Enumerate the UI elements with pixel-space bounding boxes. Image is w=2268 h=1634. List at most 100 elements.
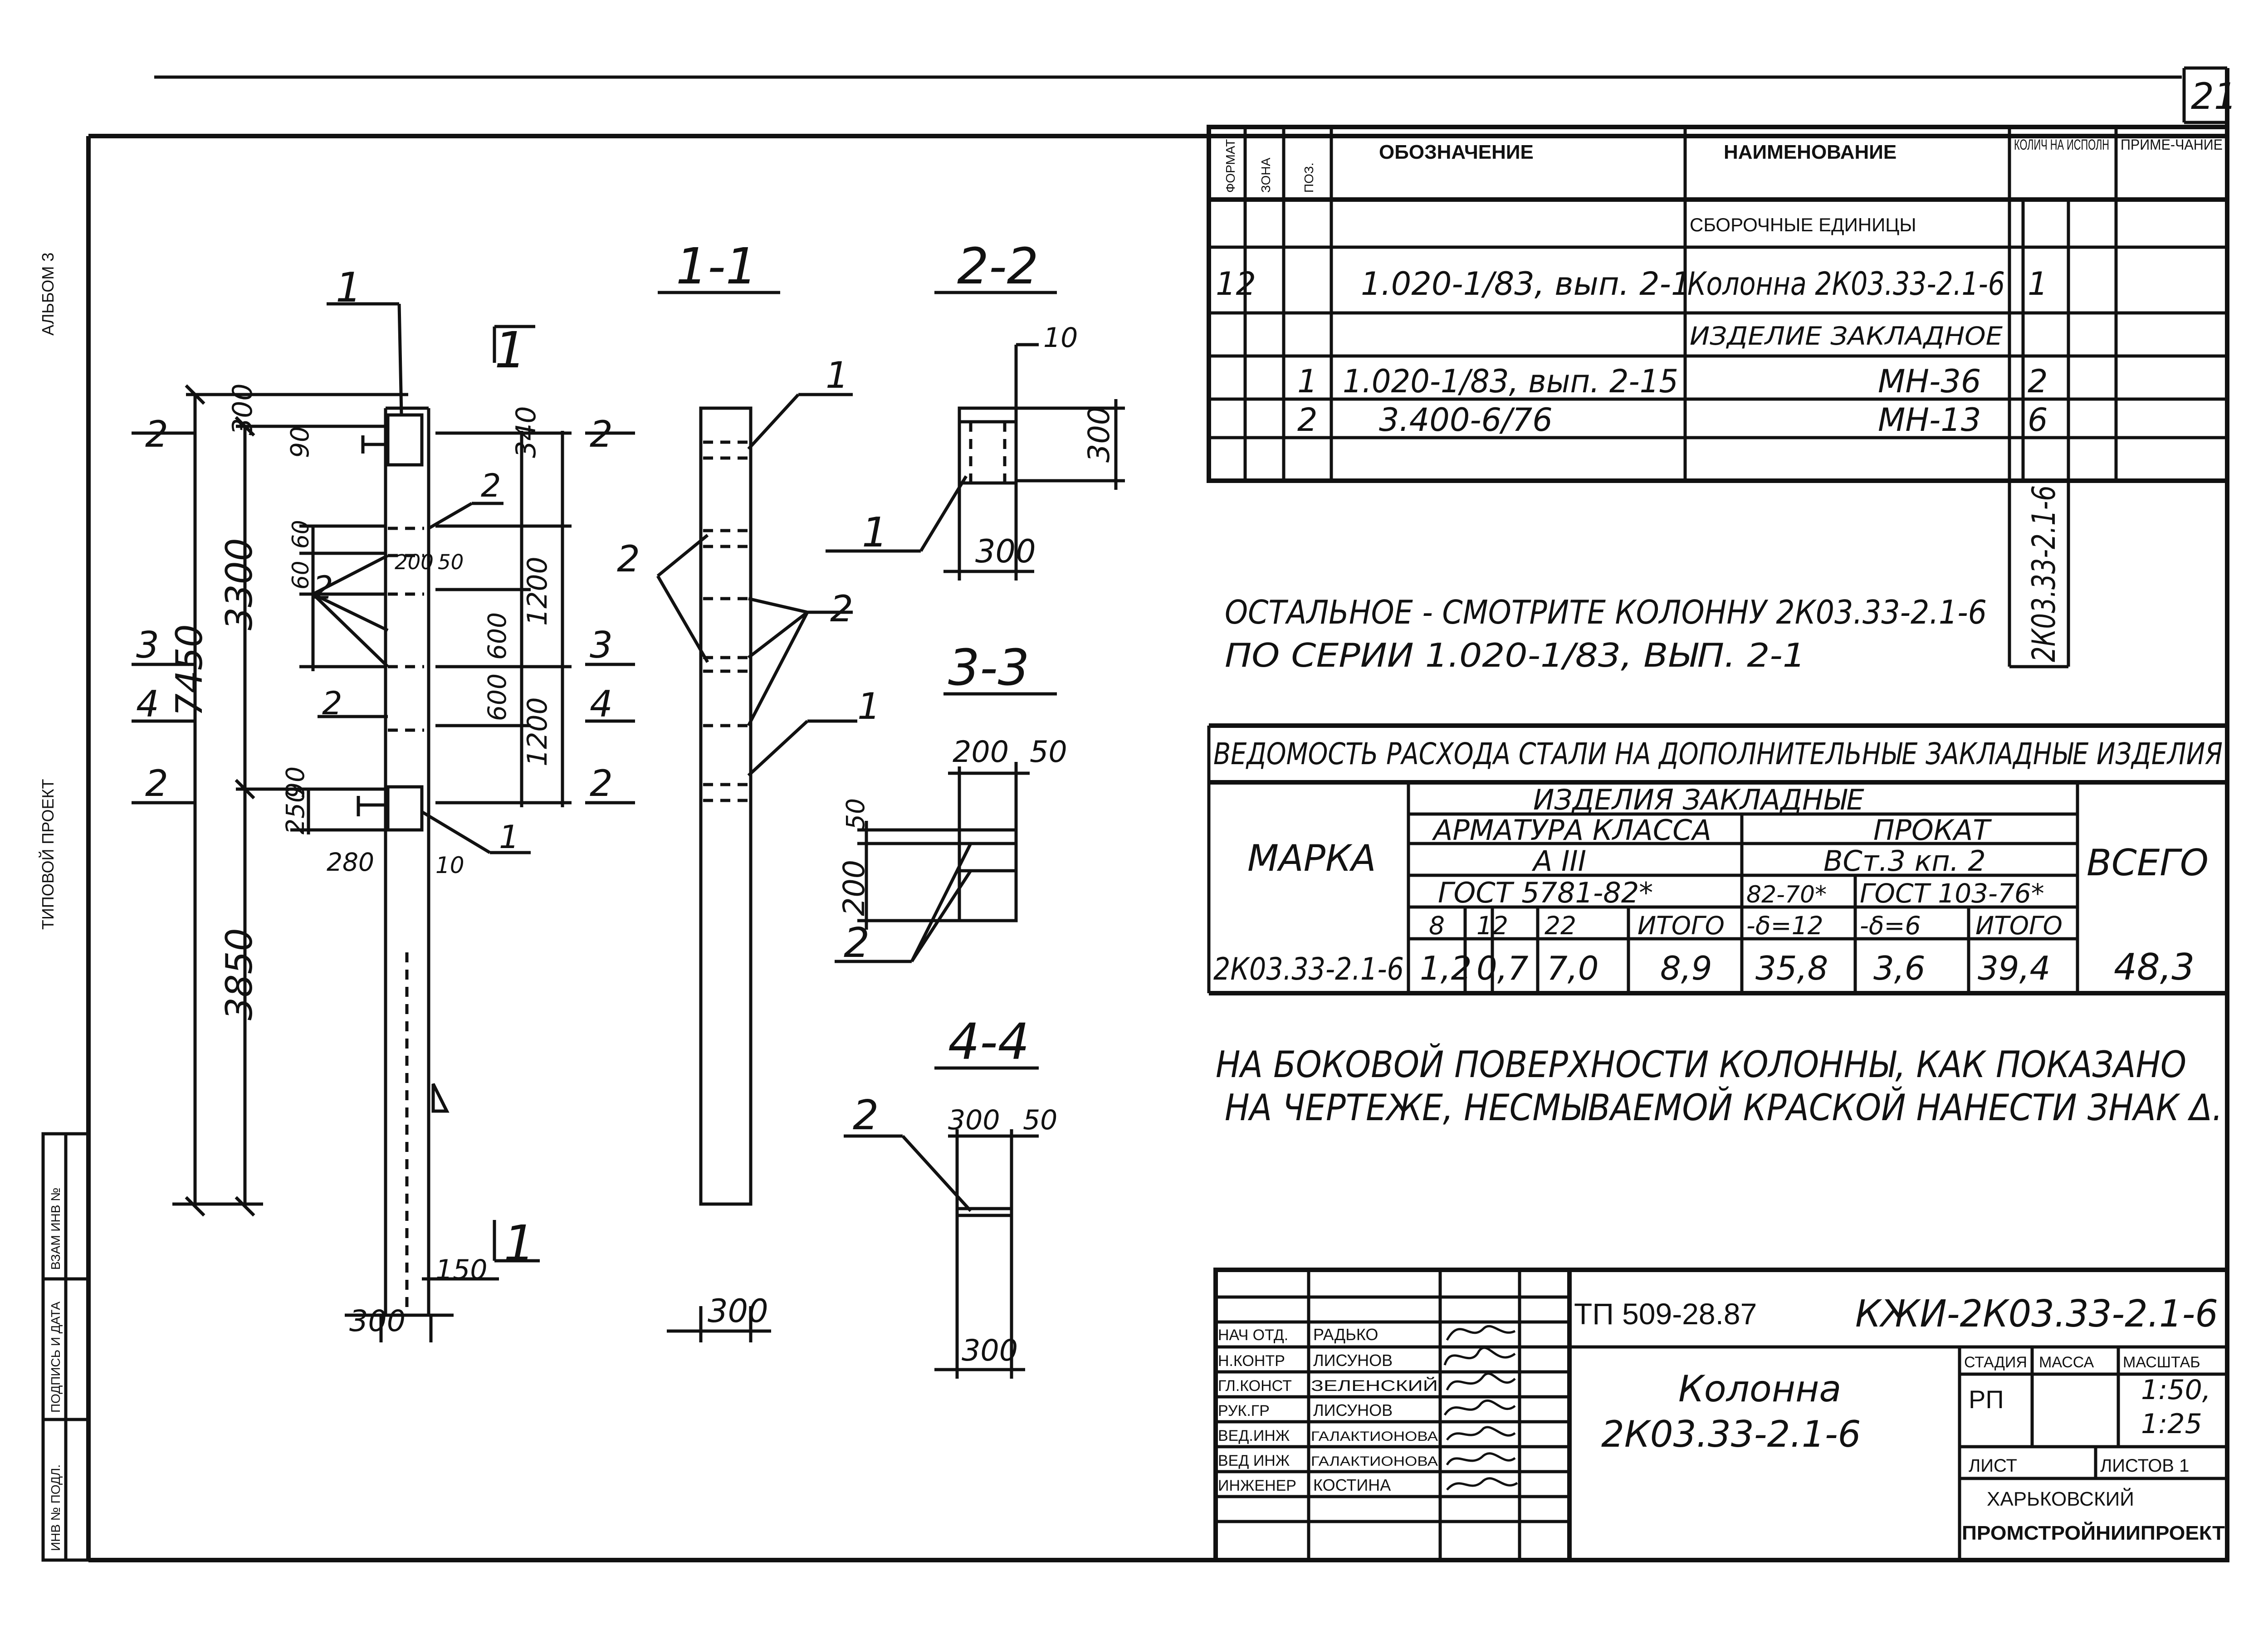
steel-sub-total2: ИТОГО <box>1975 911 2063 940</box>
cut-1-top: 1 <box>494 321 526 379</box>
section-3-3 <box>835 692 1057 963</box>
s33-dim-200: 200 <box>953 735 1009 769</box>
s22-callout-1: 1 <box>862 509 888 556</box>
tb-org-2: ПРОМСТРОЙНИИПРОЕКТ <box>1962 1521 2225 1544</box>
side-stamp <box>41 1132 90 1562</box>
cut-2-right-a: 2 <box>590 413 613 455</box>
steel-sub-8: 8 <box>1429 911 1445 940</box>
steel-rolled-gost2: ГОСТ 103-76* <box>1860 878 2044 909</box>
spec-r3-qty: 2 <box>2028 363 2048 400</box>
s11-callout-1b: 1 <box>857 685 880 727</box>
steel-row-total1: 8,9 <box>1660 949 1712 987</box>
tb-role-2: ГЛ.КОНСТ <box>1218 1377 1292 1395</box>
callout-2-left: 2 <box>313 569 333 606</box>
s22-dim-10: 10 <box>1043 322 1078 354</box>
tb-name-4: ГАЛАКТИОНОВА <box>1311 1429 1438 1444</box>
dim-250: 250 <box>281 787 310 834</box>
signatures <box>1443 1325 1518 1491</box>
tb-scale-2: 1:25 <box>2141 1408 2202 1440</box>
steel-rebar-header: АРМАТУРА КЛАССА <box>1432 814 1711 847</box>
tb-role-5: ВЕД ИНЖ <box>1218 1452 1290 1469</box>
spec-r3-pos: 1 <box>1297 363 1318 400</box>
dim-60-a: 60 <box>288 520 314 549</box>
s11-callout-1a: 1 <box>826 354 849 396</box>
s33-callout-2: 2 <box>844 919 870 967</box>
tb-name-0: РАДЬКО <box>1313 1325 1378 1344</box>
callout-2-mid: 2 <box>481 467 501 504</box>
tb-role-6: ИНЖЕНЕР <box>1218 1477 1296 1494</box>
steel-row-mark: 2К03.33-2.1-6 <box>1213 951 1404 987</box>
dim-280: 280 <box>327 848 374 877</box>
spec-r3-designation: 1.020-1/83, вып. 2-15 <box>1343 363 1678 400</box>
steel-title: ВЕДОМОСТЬ РАСХОДА СТАЛИ НА ДОПОЛНИТЕЛЬНЫ… <box>1213 737 2223 771</box>
steel-row-d12: 35,8 <box>1755 949 1828 987</box>
tb-name-2: ЗЕЛЕНСКИЙ <box>1311 1377 1438 1395</box>
steel-rolled-gost1: 82-70* <box>1746 881 1827 908</box>
cut-2-right-b: 2 <box>590 762 613 805</box>
steel-sub-d12: -δ=12 <box>1746 911 1823 940</box>
tb-name-6: КОСТИНА <box>1313 1476 1391 1494</box>
cut-4-right: 4 <box>590 683 613 725</box>
spec-r1-name: Колонна 2К03.33-2.1-6 <box>1687 265 2005 302</box>
s11-dim-300: 300 <box>708 1293 768 1330</box>
dim-340: 340 <box>510 406 542 458</box>
tb-stage: РП <box>1969 1385 2004 1414</box>
steel-row-d6: 3,6 <box>1873 949 1926 987</box>
spec-r2-name: ИЗДЕЛИЕ ЗАКЛАДНОЕ <box>1690 322 2003 351</box>
dim-60-b: 60 <box>288 561 314 590</box>
note1-line2: ПО СЕРИИ 1.020-1/83, ВЫП. 2-1 <box>1225 636 1805 674</box>
section-1-1-title: 1-1 <box>676 237 758 295</box>
tb-name-3: ЛИСУНОВ <box>1313 1401 1393 1419</box>
section-1-1 <box>656 291 857 1342</box>
cut-2-left-b: 2 <box>145 762 168 805</box>
s11-callout-2b: 2 <box>830 588 853 630</box>
spec-r1-format: 12 <box>1216 265 1256 302</box>
cut-2-left-a: 2 <box>145 413 168 455</box>
tb-doc-code: КЖИ-2К03.33-2.1-6 <box>1855 1293 2218 1336</box>
spec-h-name: НАИМЕНОВАНИЕ <box>1724 141 1897 163</box>
dim-90-top: 90 <box>285 426 314 458</box>
s33-dim-50: 50 <box>1030 735 1067 769</box>
spec-r4-designation: 3.400-6/76 <box>1379 401 1553 439</box>
steel-row-v12: 0,7 <box>1476 949 1529 987</box>
tb-scale-header: МАСШТАБ <box>2123 1354 2200 1371</box>
s44-callout-2: 2 <box>853 1092 879 1139</box>
cut-3-right: 3 <box>590 624 613 666</box>
tb-staff: НАЧ ОТД. РАДЬКО Н.КОНТР ЛИСУНОВ ГЛ.КОНСТ… <box>1218 1325 1438 1494</box>
s11-callout-2a: 2 <box>617 538 640 580</box>
tb-stage-header: СТАДИЯ <box>1964 1354 2027 1371</box>
dim-1200-a: 1200 <box>522 556 553 626</box>
note2-line2: НА ЧЕРТЕЖЕ, НЕСМЫВАЕМОЙ КРАСКОЙ НАНЕСТИ … <box>1225 1086 2223 1129</box>
spec-r4-qty: 6 <box>2028 401 2048 439</box>
steel-row-grand: 48,3 <box>2114 946 2195 988</box>
cut-3-left: 3 <box>136 624 159 666</box>
spec-r4-pos: 2 <box>1297 401 1318 439</box>
s44-dim-50: 50 <box>1023 1104 1057 1136</box>
section-3-3-title: 3-3 <box>948 639 1030 697</box>
tb-name-1: ЛИСУНОВ <box>1313 1351 1393 1370</box>
spec-r4-name: МН-13 <box>1878 401 1981 439</box>
spec-r0-name: СБОРОЧНЫЕ ЕДИНИЦЫ <box>1690 214 1916 235</box>
section-4-4 <box>844 1066 1039 1379</box>
dim-300-bottom: 300 <box>349 1304 406 1338</box>
steel-group-header: ИЗДЕЛИЯ ЗАКЛАДНЫЕ <box>1533 783 1865 816</box>
side-stamp-sign: ПОДПИСЬ И ДАТА <box>49 1302 63 1413</box>
tb-role-1: Н.КОНТР <box>1218 1352 1285 1370</box>
s44-dim-300-b: 300 <box>962 1334 1018 1368</box>
s44-dim-300: 300 <box>948 1104 1000 1136</box>
dim-upper: 3300 <box>218 538 260 630</box>
signature-3 <box>1443 1399 1516 1416</box>
tb-scale-1: 1:50, <box>2141 1374 2211 1406</box>
spec-r3-name: МН-36 <box>1878 363 1981 400</box>
spec-h-note: ПРИМЕ-ЧАНИЕ <box>2121 137 2223 153</box>
spec-r1-designation: 1.020-1/83, вып. 2-1 <box>1361 265 1691 302</box>
dim-lower: 3850 <box>218 928 260 1020</box>
dim-200: 200 <box>395 550 434 574</box>
cut-4-left: 4 <box>136 683 159 725</box>
dim-total: 7450 <box>168 624 210 717</box>
steel-rolled-steel: ВСт.3 кп. 2 <box>1823 844 1986 878</box>
spec-h-qty: КОЛИЧ НА ИСПОЛН <box>2014 137 2109 153</box>
s33-dim-50-v: 50 <box>841 798 870 830</box>
signature-6 <box>1446 1477 1518 1491</box>
